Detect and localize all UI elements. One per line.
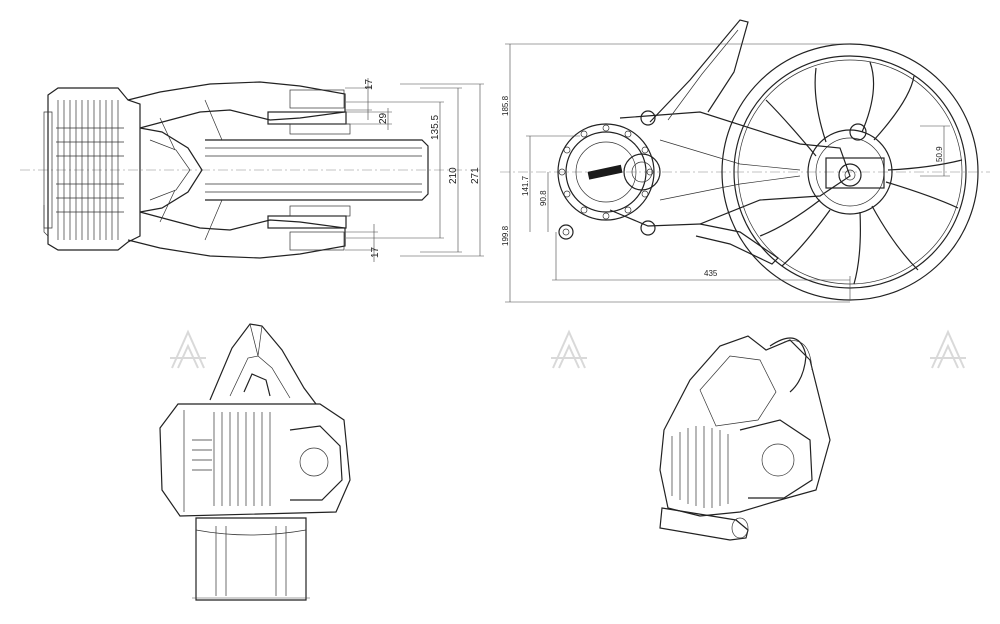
dim-185-8: 185.8 xyxy=(501,95,510,116)
top-view-dimensions: 17 29 135.5 210 271 17 xyxy=(345,78,484,262)
top-view: 17 29 135.5 210 271 17 xyxy=(20,78,484,262)
dim-135-5: 135.5 xyxy=(430,115,441,140)
dim-50-9: 50.9 xyxy=(935,146,944,162)
side-view-dimensions: 185.8 141.7 90.8 199.8 435 50.9 xyxy=(501,43,950,303)
motor-bolts xyxy=(558,124,654,220)
dim-435: 435 xyxy=(704,269,718,278)
dim-29: 29 xyxy=(378,112,389,124)
front-fins xyxy=(192,412,271,506)
dim-141-7: 141.7 xyxy=(521,175,530,196)
dim-271: 271 xyxy=(470,167,481,184)
isometric-view xyxy=(659,335,831,541)
wheel-spokes xyxy=(759,61,963,285)
dim-90-8: 90.8 xyxy=(539,190,548,206)
cooling-fins xyxy=(56,100,124,240)
dim-17-top: 17 xyxy=(364,78,375,90)
dim-17-bottom: 17 xyxy=(370,246,381,258)
front-view xyxy=(159,323,351,601)
side-view: 185.8 141.7 90.8 199.8 435 50.9 xyxy=(500,19,990,303)
watermark-logo-icon xyxy=(170,329,966,369)
iso-fins xyxy=(671,426,729,508)
dim-199-8: 199.8 xyxy=(501,225,510,246)
dim-210: 210 xyxy=(448,167,459,184)
